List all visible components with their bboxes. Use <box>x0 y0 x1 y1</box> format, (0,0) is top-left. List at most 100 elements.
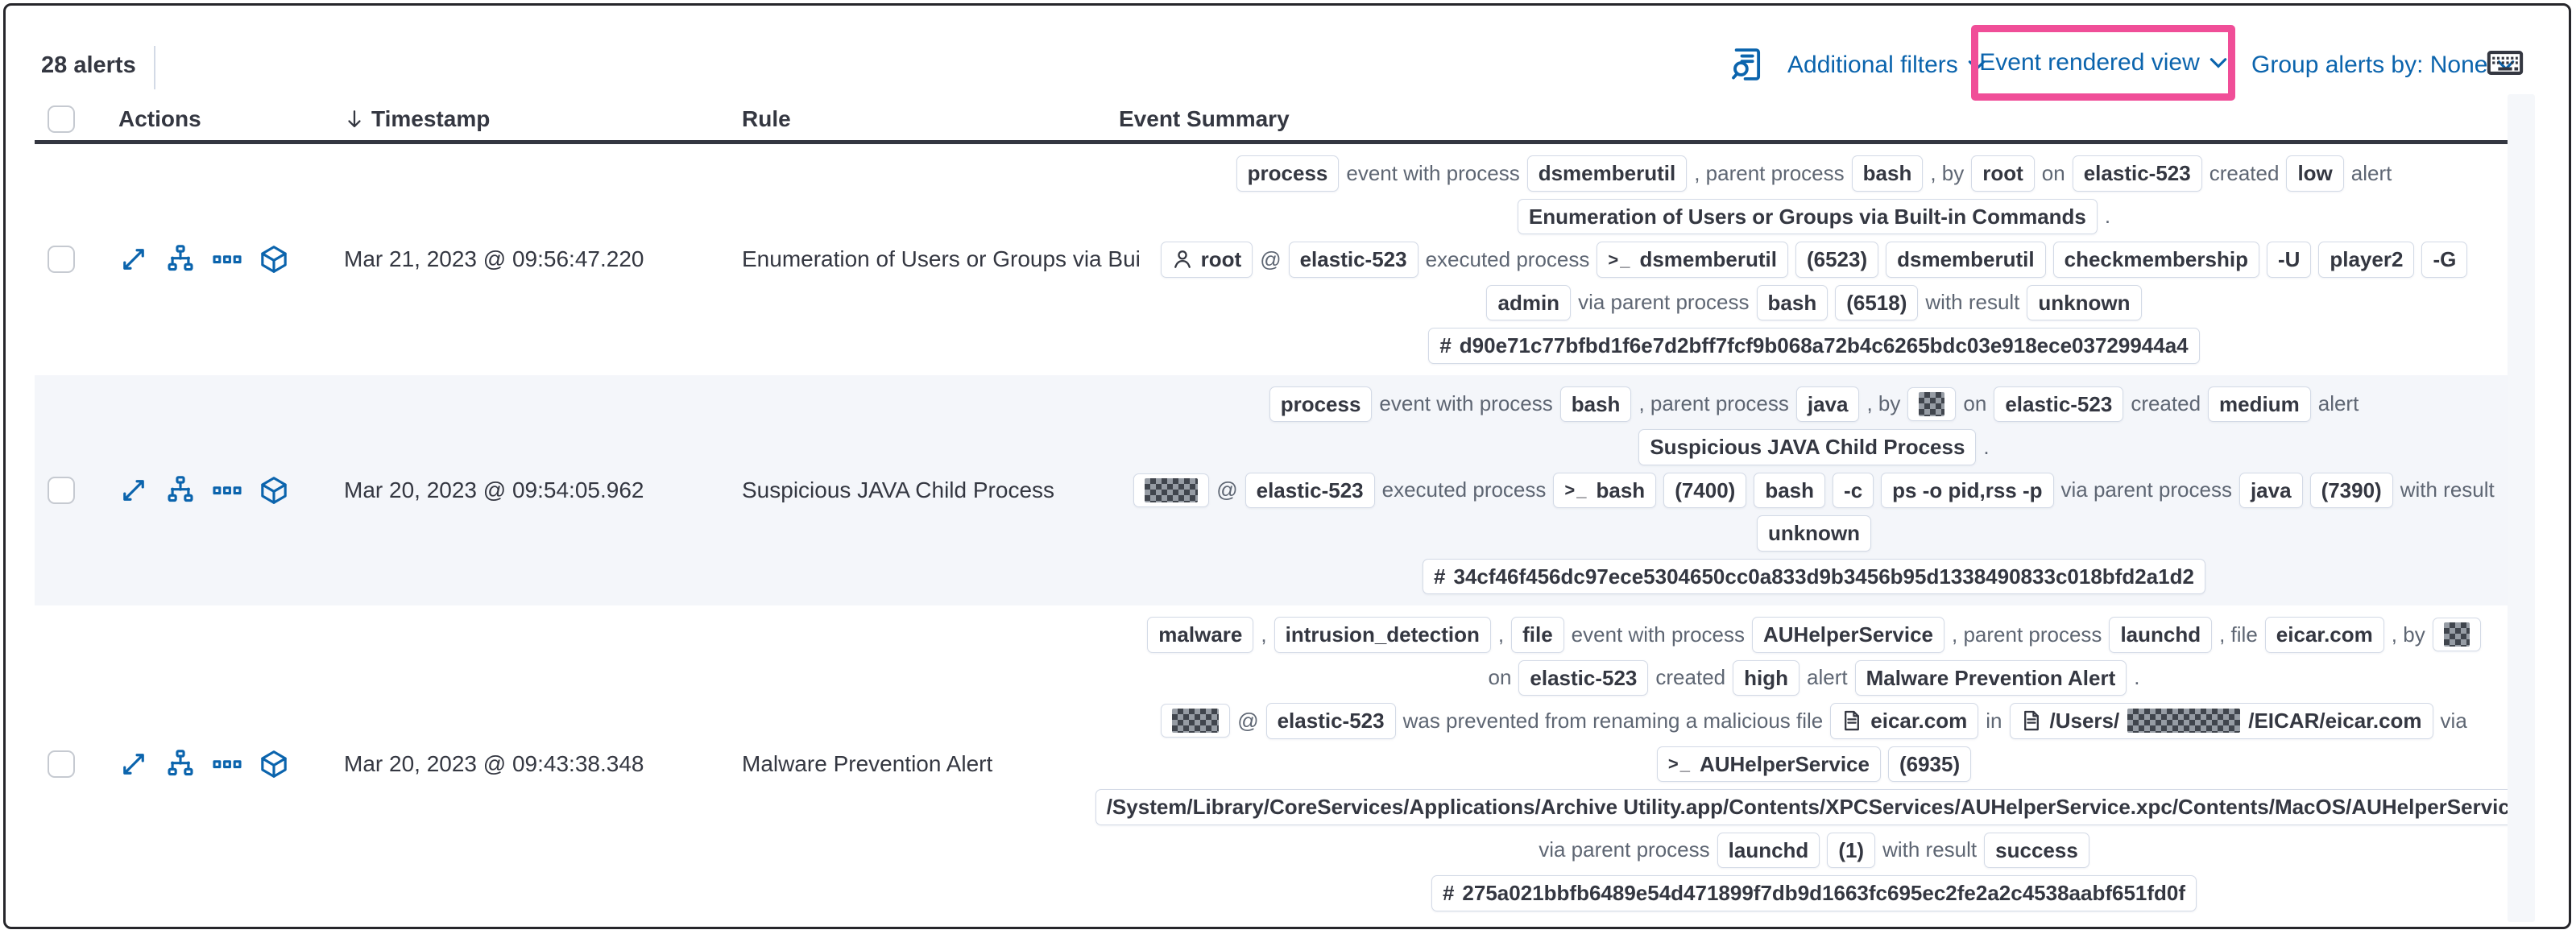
summary-badge[interactable]: (6518) <box>1835 284 1919 320</box>
summary-badge[interactable]: (7390) <box>2309 472 2393 508</box>
summary-badge[interactable]: (1) <box>1827 832 1876 868</box>
summary-badge[interactable]: launchd <box>1717 832 1820 868</box>
row-checkbox[interactable] <box>48 750 75 778</box>
summary-badge[interactable]: elastic-523 <box>1288 242 1418 278</box>
summary-badge[interactable]: java <box>2238 472 2303 508</box>
more-actions-button[interactable] <box>212 475 242 506</box>
summary-badge[interactable]: -c <box>1833 472 1874 508</box>
summary-badge[interactable]: process <box>1269 386 1373 422</box>
summary-badge[interactable]: elastic-523 <box>1245 472 1375 508</box>
summary-badge[interactable]: elastic-523 <box>1994 386 2124 422</box>
summary-badge[interactable]: (6523) <box>1795 242 1879 278</box>
summary-badge[interactable]: #d90e71c77bfbd1f6e7d2bff7fcf9b068a72b4c6… <box>1428 328 2200 364</box>
analyze-event-button[interactable] <box>165 244 196 275</box>
summary-badge[interactable]: Malware Prevention Alert <box>1854 659 2127 696</box>
row-checkbox[interactable] <box>48 246 75 274</box>
summary-badge[interactable]: >_dsmemberutil <box>1597 242 1788 278</box>
group-alerts-button[interactable]: Group alerts by: None <box>2251 46 2515 85</box>
session-view-button[interactable] <box>259 475 289 506</box>
summary-badge[interactable]: >_AUHelperService <box>1656 746 1881 782</box>
summary-text: alert <box>2317 391 2359 416</box>
summary-badge[interactable]: /Users//EICAR/eicar.com <box>2009 703 2433 739</box>
rule-cell[interactable]: Suspicious JAVA Child Process <box>742 477 1055 502</box>
inspect-icon[interactable] <box>1728 46 1765 83</box>
summary-badge[interactable]: Suspicious JAVA Child Process <box>1638 429 1977 465</box>
summary-badge[interactable]: java <box>1795 386 1860 422</box>
summary-badge[interactable]: success <box>1984 832 2089 868</box>
view-selector-button[interactable]: Event rendered view <box>1979 43 2227 82</box>
summary-badge-text: elastic-523 <box>1299 247 1407 271</box>
session-view-button[interactable] <box>259 749 289 779</box>
summary-badge[interactable]: eicar.com <box>1830 703 1979 739</box>
summary-badge[interactable]: unknown <box>2027 284 2142 320</box>
more-actions-button[interactable] <box>212 244 242 275</box>
view-selector-label: Event rendered view <box>1979 49 2200 76</box>
summary-text: on <box>2041 160 2065 185</box>
summary-badge[interactable]: checkmembership <box>2052 242 2259 278</box>
rule-cell[interactable]: Enumeration of Users or Groups via Bui <box>742 246 1141 272</box>
summary-badge[interactable] <box>1133 473 1210 507</box>
summary-badge[interactable]: malware <box>1147 617 1254 653</box>
summary-badge[interactable]: root <box>1971 155 2035 192</box>
summary-badge[interactable]: bash <box>1851 155 1924 192</box>
expand-alert-button[interactable] <box>118 244 149 275</box>
summary-badge[interactable]: root <box>1160 242 1253 278</box>
summary-badge[interactable]: elastic-523 <box>2072 155 2202 192</box>
summary-badge[interactable]: #275a021bbfb6489e54d471899f7db9d1663fc69… <box>1431 875 2197 911</box>
summary-badge[interactable]: eicar.com <box>2264 617 2384 653</box>
summary-badge-text: unknown <box>2038 290 2131 315</box>
rule-cell[interactable]: Malware Prevention Alert <box>742 750 993 776</box>
expand-alert-button[interactable] <box>118 749 149 779</box>
row-checkbox[interactable] <box>48 476 75 504</box>
summary-badge[interactable]: bash <box>1756 284 1828 320</box>
summary-badge[interactable]: (7400) <box>1663 472 1747 508</box>
summary-badge[interactable] <box>1161 704 1231 738</box>
sort-arrow-down-icon <box>344 109 365 130</box>
summary-badge[interactable]: admin <box>1486 284 1572 320</box>
summary-badge[interactable]: (6935) <box>1887 746 1972 782</box>
additional-filters-button[interactable]: Additional filters <box>1787 46 1986 85</box>
summary-badge[interactable]: unknown <box>1756 515 1872 552</box>
summary-badge[interactable]: Enumeration of Users or Groups via Built… <box>1517 198 2098 234</box>
header-timestamp-sort[interactable]: Timestamp <box>344 106 735 132</box>
summary-badge[interactable]: process <box>1236 155 1340 192</box>
summary-badge[interactable]: AUHelperService <box>1752 617 1944 653</box>
summary-badge[interactable]: >_bash <box>1553 472 1657 508</box>
summary-badge[interactable]: intrusion_detection <box>1274 617 1491 653</box>
summary-badge[interactable]: file <box>1511 617 1564 653</box>
select-all-checkbox[interactable] <box>48 105 75 133</box>
summary-badge-text: elastic-523 <box>2005 391 2113 416</box>
summary-badge[interactable]: -U <box>2266 242 2312 278</box>
analyze-event-button[interactable] <box>165 749 196 779</box>
summary-badge-text: dsmemberutil <box>1897 247 2035 271</box>
summary-badge[interactable]: bash <box>1559 386 1632 422</box>
summary-badge[interactable]: dsmemberutil <box>1526 155 1688 192</box>
summary-badge[interactable]: launchd <box>2109 617 2213 653</box>
summary-badge[interactable]: medium <box>2208 386 2311 422</box>
summary-badge-text: d90e71c77bfbd1f6e7d2bff7fcf9b068a72b4c62… <box>1459 333 2189 357</box>
timestamp-cell: Mar 21, 2023 @ 09:56:47.220 <box>344 246 644 272</box>
summary-badge[interactable]: low <box>2286 155 2344 192</box>
summary-badge[interactable]: #34cf46f456dc97ece5304650cc0a833d9b3456b… <box>1423 558 2205 594</box>
vertical-scrollbar[interactable] <box>2508 94 2535 922</box>
summary-text: via parent process <box>1539 837 1710 862</box>
summary-badge[interactable] <box>2432 618 2481 652</box>
session-view-button[interactable] <box>259 244 289 275</box>
summary-badge[interactable]: elastic-523 <box>1265 703 1396 739</box>
summary-badge[interactable]: bash <box>1754 472 1826 508</box>
analyze-event-button[interactable] <box>165 475 196 506</box>
summary-badge[interactable]: player2 <box>2318 242 2415 278</box>
more-actions-button[interactable] <box>212 749 242 779</box>
summary-badge[interactable] <box>1907 386 1957 421</box>
keyboard-shortcuts-icon[interactable] <box>2487 44 2524 81</box>
summary-badge[interactable]: high <box>1733 659 1799 696</box>
summary-badge[interactable]: /System/Library/CoreServices/Application… <box>1095 789 2533 825</box>
summary-badge[interactable]: ps -o pid,rss -p <box>1881 472 2054 508</box>
summary-text: via <box>2440 708 2467 733</box>
summary-badge[interactable]: elastic-523 <box>1518 659 1649 696</box>
expand-alert-button[interactable] <box>118 475 149 506</box>
summary-badge[interactable]: dsmemberutil <box>1886 242 2046 278</box>
summary-badge[interactable]: -G <box>2421 242 2468 278</box>
